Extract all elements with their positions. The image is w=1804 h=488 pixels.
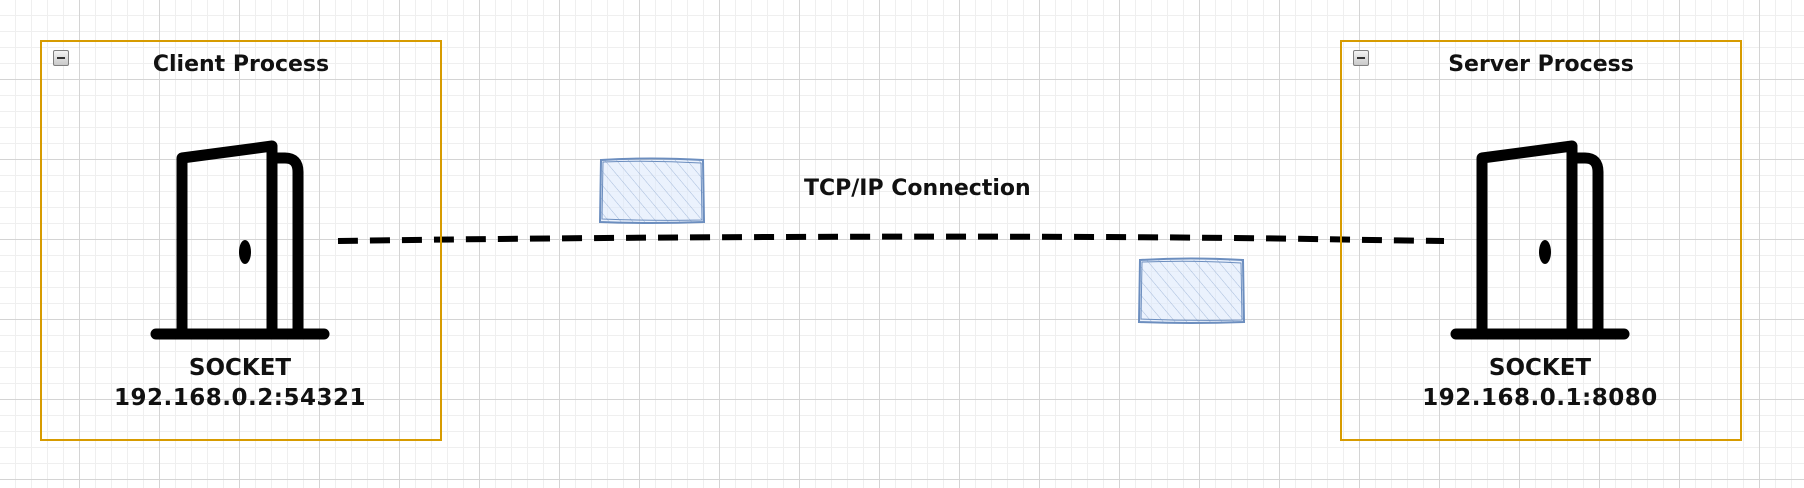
- connection-label: TCP/IP Connection: [804, 176, 1031, 201]
- server-collapse-icon[interactable]: [1353, 50, 1369, 66]
- server-process-title: Server Process: [1448, 52, 1634, 77]
- server-socket-address: 192.168.0.1:8080: [1422, 385, 1658, 411]
- client-socket-address: 192.168.0.2:54321: [114, 385, 366, 411]
- packet-1[interactable]: [598, 157, 706, 224]
- client-socket-text: SOCKET: [188, 355, 292, 381]
- tcp-connection-line[interactable]: [337, 233, 1445, 244]
- server-process-container[interactable]: Server Process: [1340, 40, 1742, 441]
- client-collapse-icon[interactable]: [53, 50, 69, 66]
- server-socket-text: SOCKET: [1488, 355, 1592, 381]
- packet-2[interactable]: [1137, 257, 1246, 324]
- server-door-icon: [1450, 140, 1630, 340]
- client-process-title: Client Process: [152, 52, 330, 77]
- client-process-container[interactable]: Client Process: [40, 40, 442, 441]
- client-door-icon: [150, 140, 330, 340]
- server-socket-label: SOCKET 192.168.0.1:8080: [1400, 353, 1680, 413]
- client-socket-label: SOCKET 192.168.0.2:54321: [100, 353, 380, 413]
